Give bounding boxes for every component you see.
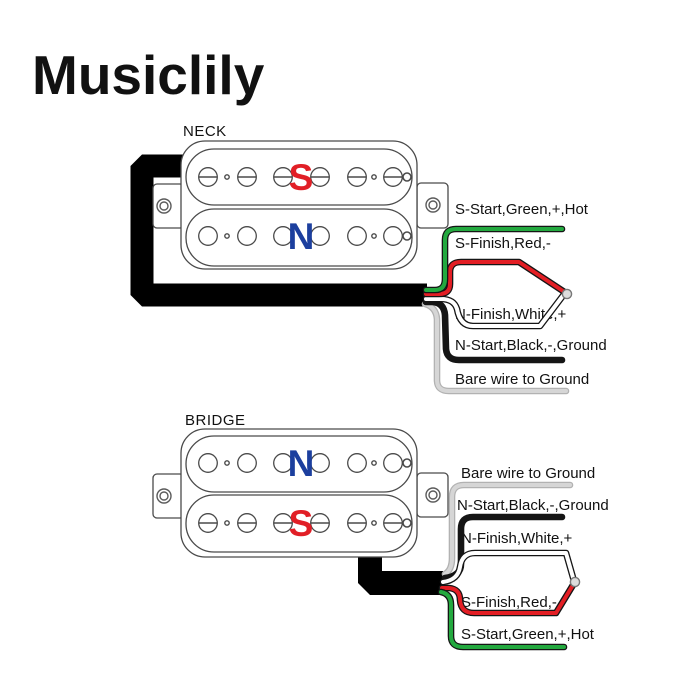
- slug-pole-piece: [383, 453, 403, 473]
- coil-rivet-dot: [371, 174, 377, 180]
- coil-rivet-dot: [224, 174, 230, 180]
- bridge-bottom-pole-row: [198, 513, 412, 533]
- neck-top-magnet-letter: S: [289, 157, 314, 198]
- bridge-wire-labels: Bare wire to Ground N-Start,Black,-,Grou…: [457, 465, 609, 643]
- coil-end-eyelet: [402, 458, 412, 468]
- slug-pole-piece: [237, 453, 257, 473]
- bridge-bare-wire-label: Bare wire to Ground: [461, 465, 595, 482]
- bridge-white-wire: [441, 551, 576, 584]
- bridge-green-wire-label: S-Start,Green,+,Hot: [461, 626, 595, 643]
- bridge-red-wire-label: S-Finish,Red,-: [461, 594, 557, 611]
- neck-red-wire: [424, 260, 568, 296]
- coil-rivet-dot: [371, 520, 377, 526]
- coil-end-eyelet: [402, 231, 412, 241]
- neck-white-wire-label: N-Finish,White,+: [455, 306, 567, 323]
- slug-pole-piece: [347, 226, 367, 246]
- neck-green-wire: [424, 227, 564, 292]
- bridge-black-wire-label: N-Start,Black,-,Ground: [457, 497, 609, 514]
- slug-pole-piece: [347, 453, 367, 473]
- neck-bare-wire-label: Bare wire to Ground: [455, 371, 589, 388]
- neck-lead-wires: [421, 225, 573, 395]
- neck-white-wire: [424, 291, 567, 328]
- brand-logo-text: Musiclily: [32, 44, 265, 106]
- neck-black-wire: [422, 298, 566, 364]
- bridge-top-pole-row: [198, 453, 412, 473]
- neck-solder-joint: [561, 288, 573, 300]
- bridge-bare-wire: [443, 483, 572, 576]
- slug-pole-piece: [383, 226, 403, 246]
- bridge-right-screw-hole-inner: [428, 490, 438, 500]
- coil-end-eyelet: [402, 172, 412, 182]
- coil-rivet-dot: [371, 233, 377, 239]
- neck-bottom-pole-row: [198, 226, 412, 246]
- neck-top-pole-row: [198, 167, 412, 187]
- neck-bottom-coil: [185, 208, 413, 267]
- coil-end-eyelet: [402, 518, 412, 528]
- bridge-pickup: BRIDGE N S: [152, 412, 449, 595]
- bridge-green-wire: [439, 590, 566, 649]
- slug-pole-piece: [237, 226, 257, 246]
- bridge-solder-joint: [569, 576, 581, 588]
- neck-black-wire-label: N-Start,Black,-,Ground: [455, 337, 607, 354]
- bridge-red-wire: [440, 583, 575, 615]
- neck-bare-wire: [423, 302, 568, 393]
- slug-pole-piece: [273, 453, 293, 473]
- neck-pickup: NECK S N: [130, 123, 449, 307]
- neck-bottom-magnet-letter: N: [288, 216, 315, 257]
- coil-rivet-dot: [371, 460, 377, 466]
- bridge-white-wire-label: N-Finish,White,+: [461, 530, 573, 547]
- slug-pole-piece: [310, 226, 330, 246]
- coil-rivet-dot: [224, 233, 230, 239]
- slug-pole-piece: [198, 453, 218, 473]
- slug-pole-piece: [198, 226, 218, 246]
- neck-left-screw-hole-inner: [159, 201, 169, 211]
- bridge-bottom-magnet-letter: S: [289, 503, 314, 544]
- bridge-pickup-label: BRIDGE: [185, 412, 246, 429]
- coil-rivet-dot: [224, 520, 230, 526]
- bridge-top-magnet-letter: N: [288, 443, 315, 484]
- neck-right-screw-hole-inner: [428, 200, 438, 210]
- coil-rivet-dot: [224, 460, 230, 466]
- slug-pole-piece: [273, 226, 293, 246]
- neck-pickup-cable: [130, 154, 427, 307]
- bridge-bottom-coil: [185, 494, 413, 553]
- neck-wire-labels: S-Start,Green,+,Hot S-Finish,Red,- N-Fin…: [455, 201, 607, 388]
- neck-red-wire-label: S-Finish,Red,-: [455, 235, 551, 252]
- bridge-lead-wires: [437, 481, 581, 651]
- slug-pole-piece: [310, 453, 330, 473]
- neck-top-coil: [185, 148, 413, 206]
- bridge-top-coil: [185, 435, 413, 493]
- bridge-left-screw-hole-inner: [159, 491, 169, 501]
- neck-green-wire-label: S-Start,Green,+,Hot: [455, 201, 589, 218]
- neck-pickup-label: NECK: [183, 123, 227, 140]
